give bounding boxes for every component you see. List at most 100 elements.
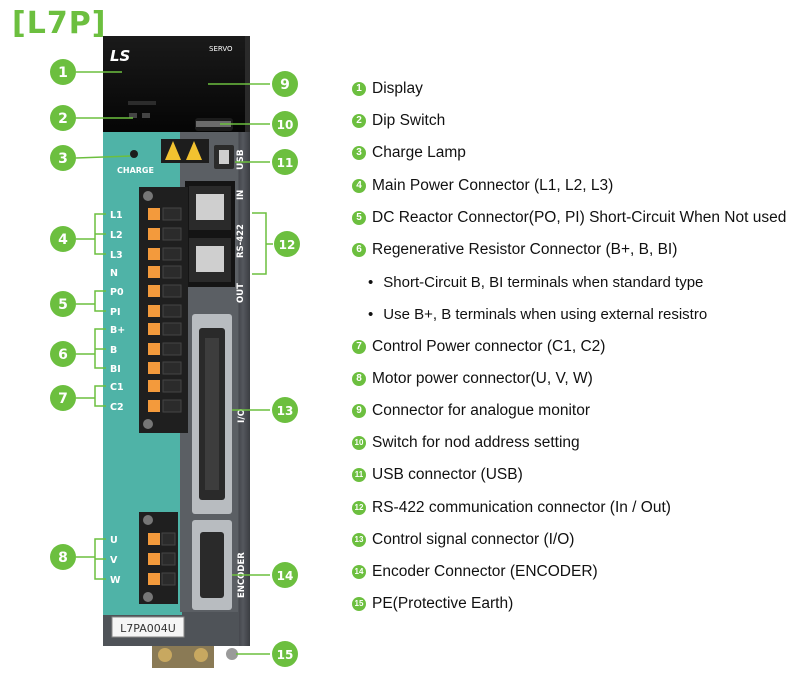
legend-item: 4 Main Power Connector (L1, L2, L3) bbox=[352, 170, 792, 202]
legend-item: 7 Control Power connector (C1, C2) bbox=[352, 331, 792, 363]
terminal-pin bbox=[148, 553, 160, 565]
legend-text: Control signal connector (I/O) bbox=[372, 530, 575, 548]
legend-text: Main Power Connector (L1, L2, L3) bbox=[372, 176, 614, 194]
svg-text:9: 9 bbox=[280, 77, 290, 93]
terminal-label: L1 bbox=[110, 210, 123, 221]
legend-text: Control Power connector (C1, C2) bbox=[372, 337, 606, 355]
callout-2: 2 bbox=[50, 105, 76, 131]
terminal-hole bbox=[162, 379, 182, 393]
svg-text:13: 13 bbox=[277, 404, 294, 418]
svg-text:10: 10 bbox=[277, 118, 294, 132]
legend-text: PE(Protective Earth) bbox=[372, 595, 514, 613]
legend-number: 12 bbox=[352, 500, 366, 515]
legend-text: Use B+, B terminals when using external … bbox=[383, 305, 708, 323]
terminal-pin bbox=[148, 228, 160, 240]
callout-15: 15 bbox=[272, 641, 298, 667]
legend-text: Regenerative Resistor Connector (B+, B, … bbox=[372, 241, 678, 259]
terminal-hole bbox=[162, 399, 182, 413]
bullet-icon: • bbox=[368, 273, 374, 291]
terminal-label: C1 bbox=[110, 382, 124, 393]
io-label: I/O bbox=[237, 408, 247, 423]
svg-text:6: 6 bbox=[58, 347, 68, 363]
callout-1: 1 bbox=[50, 59, 76, 85]
terminal-label: N bbox=[110, 268, 118, 279]
legend-item: •Short-Circuit B, BI terminals when stan… bbox=[352, 266, 792, 298]
callout-14: 14 bbox=[272, 562, 298, 588]
main-terminal-pins bbox=[143, 191, 182, 429]
legend-number: 14 bbox=[352, 564, 366, 579]
svg-text:3: 3 bbox=[58, 151, 68, 167]
callout-6: 6 bbox=[50, 341, 76, 367]
terminal-label: B bbox=[110, 345, 117, 356]
legend-number: 11 bbox=[352, 468, 366, 483]
terminal-pin bbox=[148, 208, 160, 220]
terminal-hole bbox=[162, 304, 182, 318]
terminal-hole bbox=[162, 361, 182, 375]
callout-9: 9 bbox=[272, 71, 298, 97]
terminal-label: U bbox=[110, 535, 118, 546]
terminal-pin bbox=[148, 400, 160, 412]
legend-number: 15 bbox=[352, 597, 366, 612]
legend-text: Charge Lamp bbox=[372, 144, 466, 162]
legend-item: 10 Switch for nod address setting bbox=[352, 427, 792, 459]
terminal-pin bbox=[148, 362, 160, 374]
motor-terminal-pins bbox=[143, 515, 176, 602]
legend-number: 6 bbox=[352, 243, 366, 258]
terminal-label: L3 bbox=[110, 250, 123, 261]
terminal-hole bbox=[161, 532, 176, 546]
svg-text:2: 2 bbox=[58, 111, 68, 127]
callout-7: 7 bbox=[50, 385, 76, 411]
legend-text: DC Reactor Connector(PO, PI) Short-Circu… bbox=[372, 208, 787, 226]
terminal-label: W bbox=[110, 575, 121, 586]
charge-label: CHARGE bbox=[117, 166, 154, 175]
legend-item: 5 DC Reactor Connector(PO, PI) Short-Circ… bbox=[352, 202, 792, 234]
terminal-pin bbox=[148, 323, 160, 335]
terminal-hole bbox=[162, 322, 182, 336]
legend-number: 10 bbox=[352, 436, 366, 451]
terminal-hole bbox=[162, 207, 182, 221]
legend-number: 5 bbox=[352, 210, 366, 225]
terminal-label: L2 bbox=[110, 230, 123, 241]
legend-item: •Use B+, B terminals when using external… bbox=[352, 298, 792, 330]
in-label: IN bbox=[236, 190, 246, 200]
legend-text: Switch for nod address setting bbox=[372, 434, 580, 452]
terminal-pin bbox=[148, 285, 160, 297]
terminal-hole bbox=[162, 342, 182, 356]
svg-text:11: 11 bbox=[277, 156, 294, 170]
svg-text:15: 15 bbox=[277, 648, 294, 662]
svg-text:4: 4 bbox=[58, 232, 68, 248]
terminal-hole bbox=[162, 284, 182, 298]
terminal-label: PI bbox=[110, 307, 121, 318]
terminal-pin bbox=[148, 266, 160, 278]
terminal-label: B+ bbox=[110, 325, 125, 336]
rs422-label: RS-422 bbox=[236, 224, 246, 258]
screw-icon bbox=[143, 515, 153, 525]
legend-number: 4 bbox=[352, 178, 366, 193]
terminal-hole bbox=[161, 552, 176, 566]
svg-text:14: 14 bbox=[277, 569, 294, 583]
servo-label: SERVO bbox=[209, 45, 233, 53]
terminal-hole bbox=[162, 227, 182, 241]
callout-lines bbox=[75, 71, 273, 655]
terminal-pin bbox=[148, 380, 160, 392]
legend-text: Dip Switch bbox=[372, 112, 446, 130]
legend-number: 9 bbox=[352, 403, 366, 418]
legend-number: 7 bbox=[352, 339, 366, 354]
legend-number: 1 bbox=[352, 82, 366, 97]
svg-text:7: 7 bbox=[58, 391, 68, 407]
terminal-label: P0 bbox=[110, 287, 124, 298]
out-label: OUT bbox=[236, 283, 246, 303]
screw-icon bbox=[143, 191, 153, 201]
terminal-pin bbox=[148, 533, 160, 545]
motor-terminal-labels: UVW bbox=[110, 535, 121, 586]
terminal-label: V bbox=[110, 555, 118, 566]
